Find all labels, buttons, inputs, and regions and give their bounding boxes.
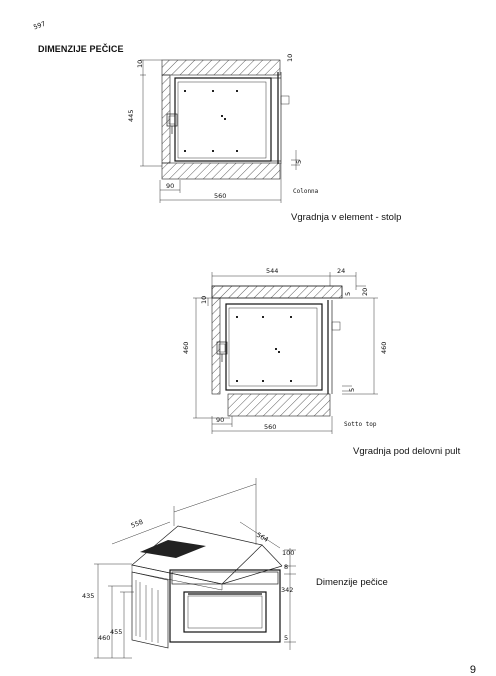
dim-worktop-top-right: 20 — [361, 288, 369, 296]
oven-body-2 — [225, 303, 323, 391]
oven-door-window — [183, 591, 267, 633]
dim-oven-width: 558 — [130, 518, 145, 530]
cabinet-left-wall-2 — [211, 297, 221, 395]
svg-text:10: 10 — [286, 54, 294, 62]
dim-column-right-gap: 5 — [295, 160, 303, 164]
dim-worktop-bottom-right: 5 — [348, 388, 356, 392]
dim-oven-top: 100 — [282, 549, 294, 557]
dim-worktop-width: 560 — [264, 423, 276, 431]
dim-worktop-depth-small: 90 — [216, 416, 224, 424]
dim-oven-depth: 597 — [32, 20, 46, 32]
dim-oven-small: 8 — [284, 563, 288, 571]
dim-column-height: 445 — [127, 110, 135, 122]
caption-worktop-installation: Vgradnja pod delovni pult — [353, 446, 461, 457]
electrical-connector-icon-2 — [216, 341, 228, 362]
dim-worktop-height-left: 460 — [182, 342, 190, 354]
dim-oven-door: 342 — [281, 586, 293, 594]
dim-column-width: 560 — [214, 192, 226, 200]
page-number: 9 — [469, 664, 476, 676]
dim-oven-side-height: 435 — [82, 592, 94, 600]
note-colonna: Colonna — [293, 188, 319, 195]
cabinet-top-panel — [161, 59, 281, 76]
dim-oven-bottom: 5 — [284, 634, 288, 642]
oven-top-vent — [140, 540, 206, 558]
caption-column-installation: Vgradnja v element - stolp — [291, 212, 402, 223]
oven-front-panel — [169, 569, 281, 643]
electrical-connector-icon — [166, 113, 178, 134]
oven-control-panel — [171, 571, 279, 585]
cabinet-left-wall — [161, 74, 171, 164]
dim-worktop-gap: 24 — [337, 267, 345, 275]
dim-worktop-top-left: 10 — [200, 296, 208, 304]
dim-worktop-height-right: 460 — [380, 342, 388, 354]
dim-oven-front: 564 — [255, 531, 270, 544]
caption-oven-dimensions: Dimenzije pečice — [316, 577, 388, 588]
page-heading: DIMENZIJE PEČICE — [38, 44, 124, 54]
dim-column-top: 10 — [136, 60, 144, 68]
note-sotto-top: Sotto top — [344, 421, 377, 428]
dim-worktop-width-top: 544 — [266, 267, 278, 275]
dim-oven-inner-height: 455 — [110, 628, 122, 636]
cabinet-bottom-panel — [161, 162, 281, 180]
dim-oven-total-height: 460 — [98, 634, 110, 642]
dim-worktop-side-small: 5 — [344, 292, 352, 296]
dim-column-depth-small: 90 — [166, 182, 174, 190]
cabinet-bottom-panel-2 — [227, 393, 331, 417]
